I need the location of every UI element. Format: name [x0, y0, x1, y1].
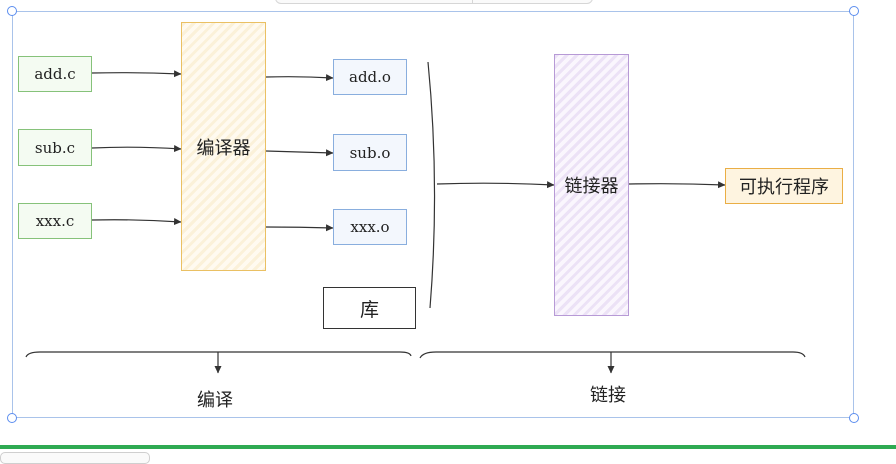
- source-file-label: xxx.c: [35, 212, 75, 230]
- resize-handle-top-right[interactable]: [849, 6, 859, 16]
- source-file-sub-c[interactable]: sub.c: [18, 129, 92, 166]
- source-file-xxx-c[interactable]: xxx.c: [18, 203, 92, 239]
- resize-handle-top-left[interactable]: [7, 6, 17, 16]
- library-box[interactable]: 库: [323, 287, 416, 329]
- resize-handle-bottom-right[interactable]: [849, 413, 859, 423]
- linker-block[interactable]: 链接器: [554, 54, 629, 316]
- object-file-label: sub.o: [349, 143, 391, 162]
- object-file-label: xxx.o: [350, 218, 390, 236]
- source-file-add-c[interactable]: add.c: [18, 56, 92, 92]
- object-file-label: add.o: [349, 68, 391, 86]
- stage-label-link: 链接: [590, 385, 626, 406]
- bottom-tab-fragment[interactable]: [0, 452, 150, 464]
- stage-label-compile: 编译: [197, 390, 233, 411]
- resize-handle-bottom-left[interactable]: [7, 413, 17, 423]
- compiler-block[interactable]: 编译器: [181, 22, 266, 271]
- executable-box[interactable]: 可执行程序: [725, 168, 843, 204]
- object-file-xxx-o[interactable]: xxx.o: [333, 209, 407, 245]
- library-label: 库: [359, 298, 379, 321]
- object-file-sub-o[interactable]: sub.o: [333, 134, 407, 171]
- executable-label: 可执行程序: [739, 177, 829, 198]
- source-file-label: sub.c: [34, 138, 76, 157]
- source-file-label: add.c: [34, 65, 76, 83]
- linker-label: 链接器: [564, 176, 619, 197]
- compiler-label: 编译器: [196, 137, 251, 159]
- object-file-add-o[interactable]: add.o: [333, 59, 407, 95]
- selection-frame[interactable]: [12, 11, 854, 418]
- page-divider-bar: [0, 445, 896, 449]
